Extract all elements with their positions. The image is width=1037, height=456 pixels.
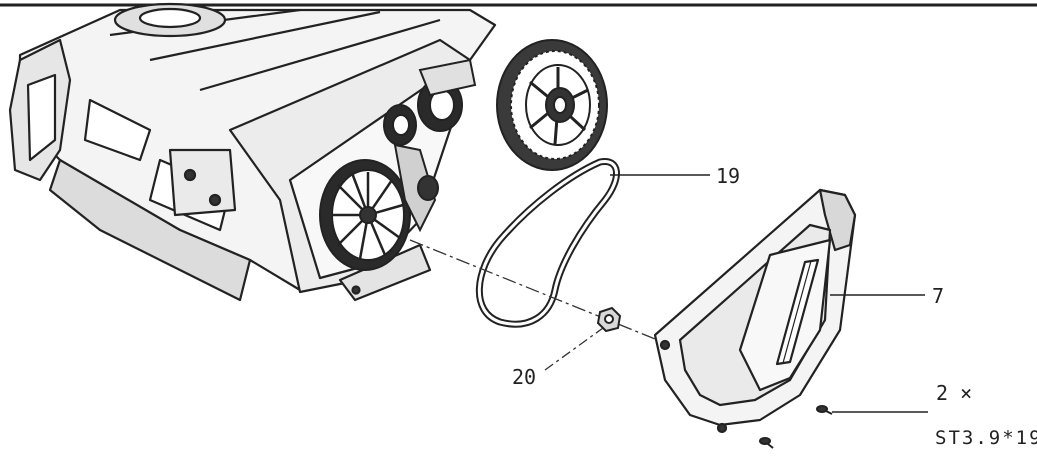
callout-20: 20 <box>512 365 536 389</box>
idler-pulleys <box>383 58 477 233</box>
callout-screw-qty: 2 × <box>936 381 972 405</box>
drive-belt <box>475 158 620 328</box>
nut <box>596 306 622 333</box>
belt-cover <box>653 188 857 434</box>
snowblower-housing <box>8 2 497 302</box>
callout-screw-spec: ST3.9*19 <box>935 427 1037 449</box>
assembly-line-nut <box>544 327 604 371</box>
wheel <box>496 39 608 171</box>
screws <box>759 405 833 449</box>
assembly-line <box>409 239 671 346</box>
drive-pulley <box>319 159 411 271</box>
leader-lines <box>610 174 928 413</box>
callout-19: 19 <box>716 164 740 188</box>
callout-7: 7 <box>932 284 944 308</box>
